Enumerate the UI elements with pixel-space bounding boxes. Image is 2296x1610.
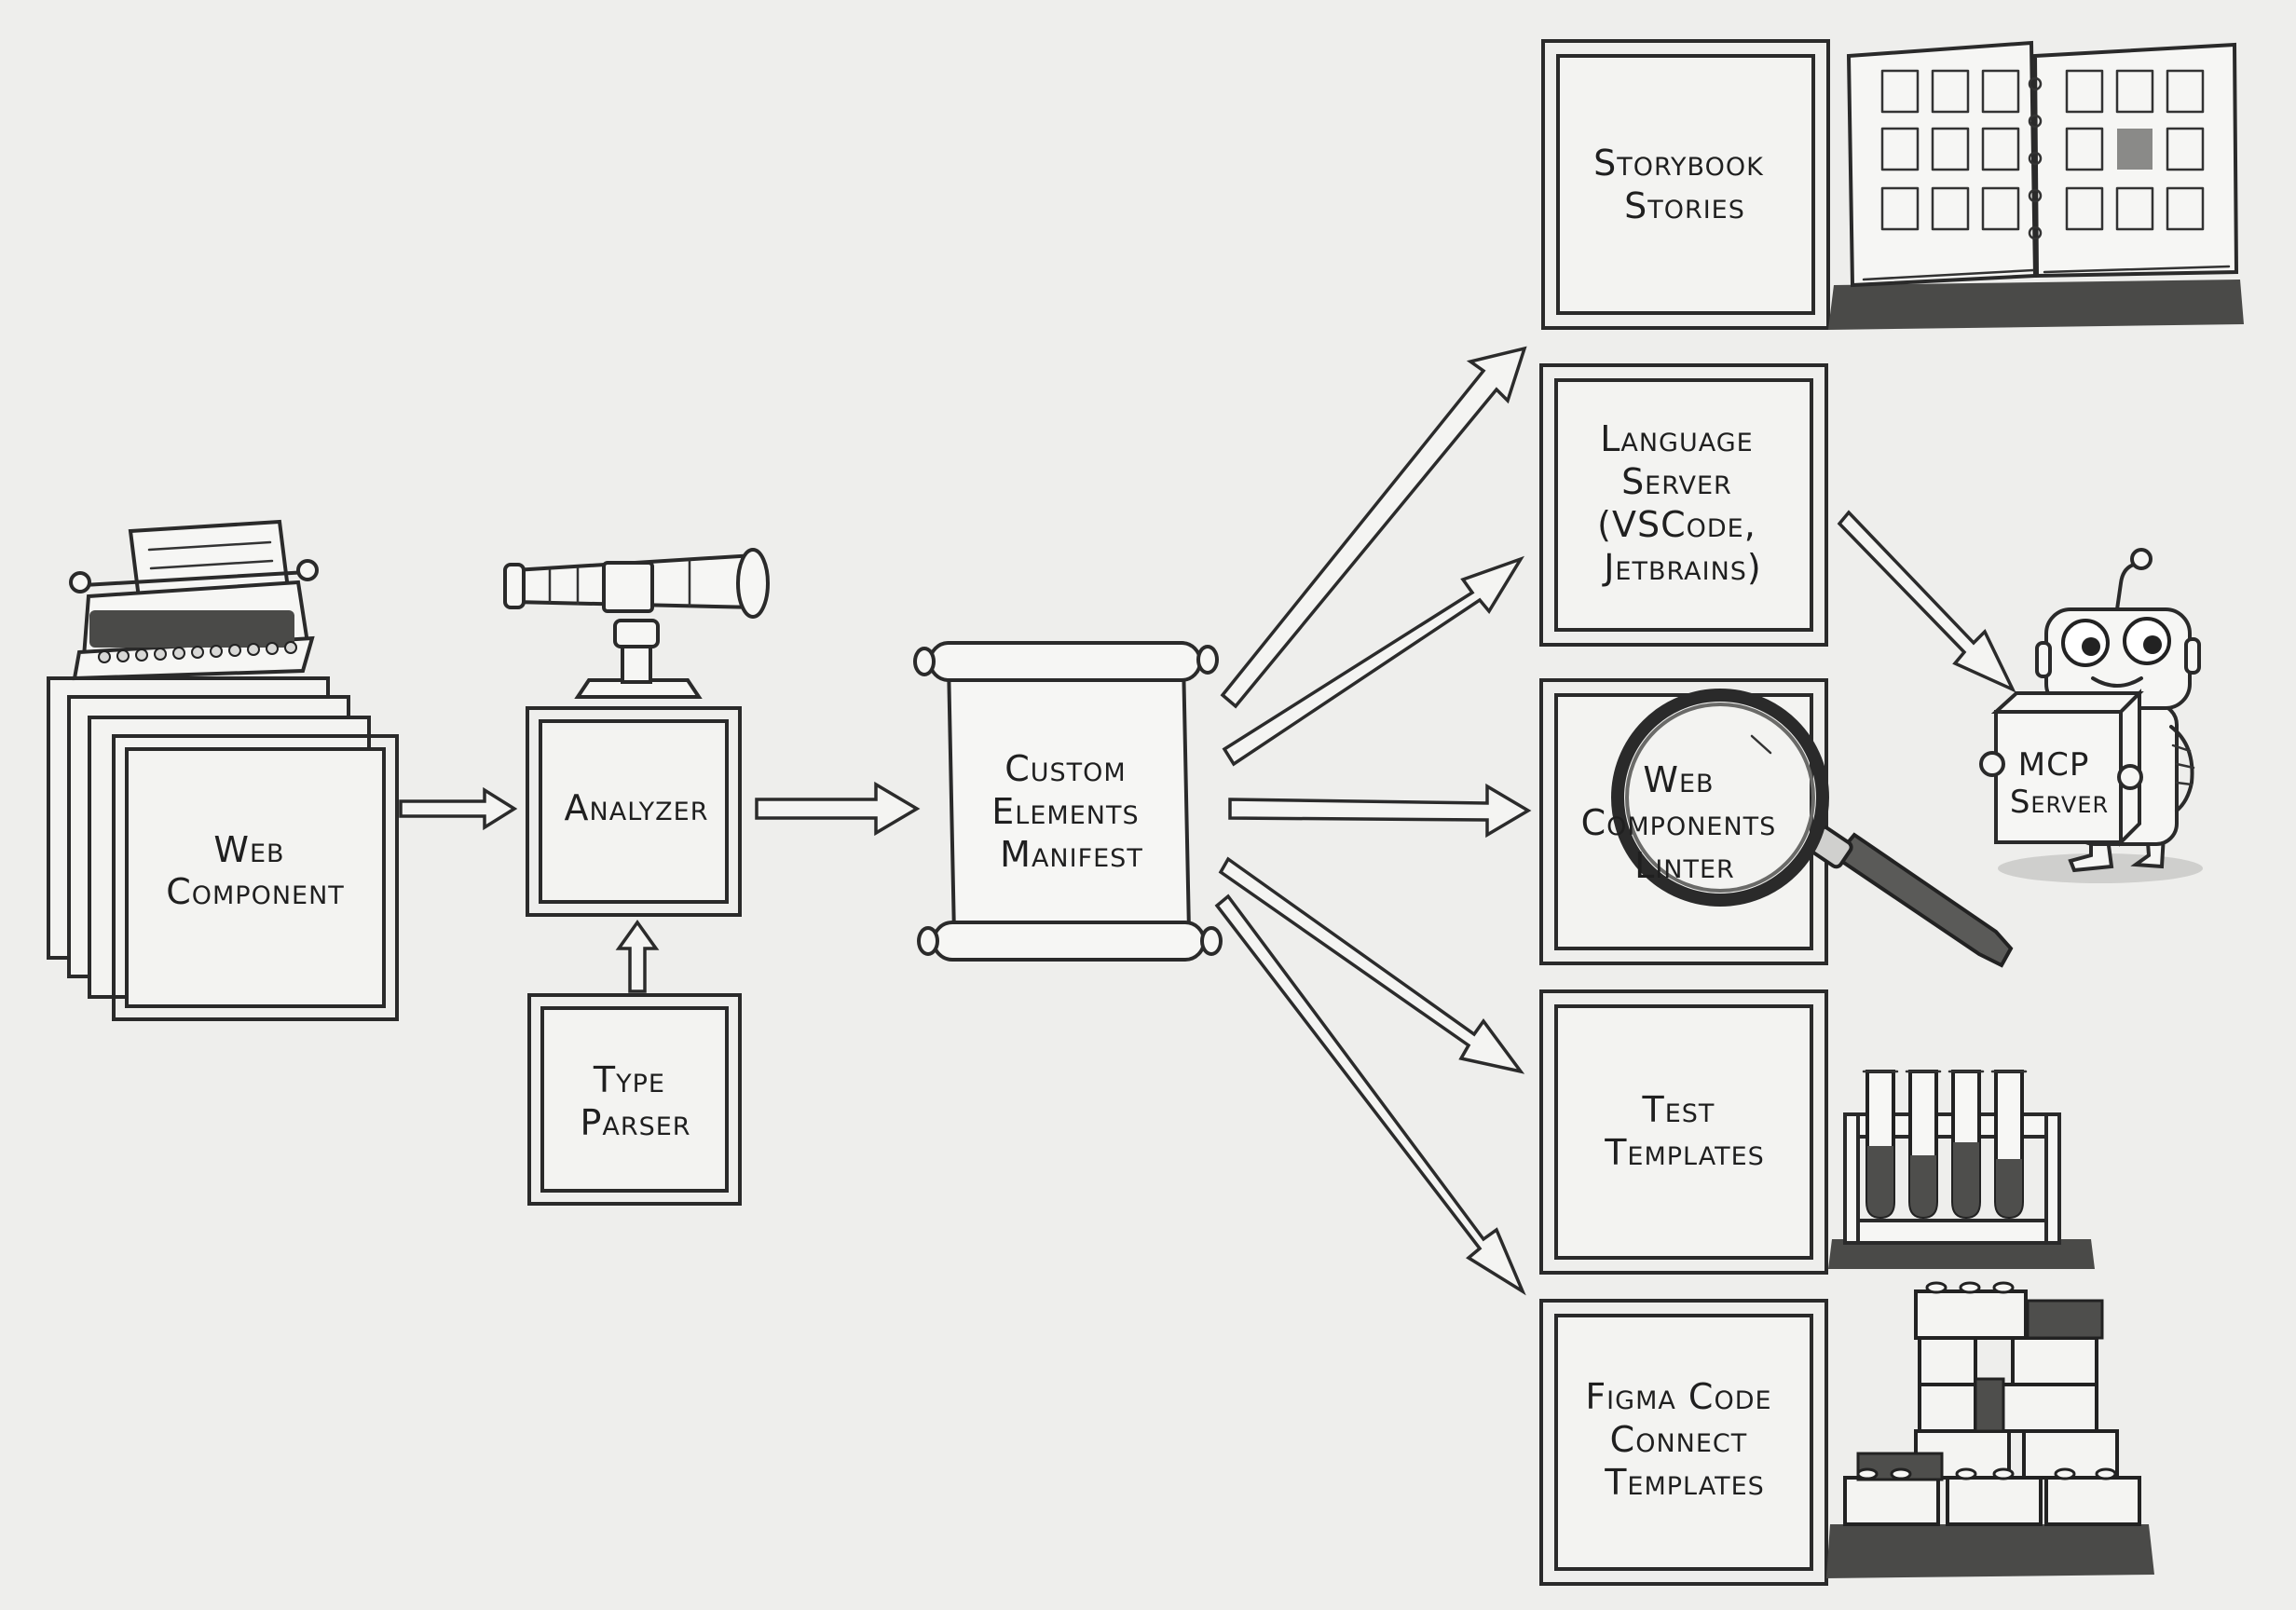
test-tube-rack-icon <box>1828 1070 2095 1269</box>
magnifying-glass-icon <box>1611 689 2014 968</box>
test-templates-node: Test Templates <box>1539 989 1828 1275</box>
arrow-analyzer-to-manifest <box>755 781 921 837</box>
type-parser-label: Type Parser <box>580 1059 690 1143</box>
analyzer-node: Analyzer <box>526 706 742 917</box>
figma-label: Figma Code Connect Templates <box>1585 1376 1784 1503</box>
typewriter-icon <box>69 519 319 681</box>
manifest-label: Custom Elements Manifest <box>991 748 1151 875</box>
arrow-manifest-to-storybook <box>1220 346 1527 709</box>
building-blocks-icon <box>1826 1281 2154 1578</box>
open-book-icon <box>1828 40 2244 330</box>
linter-label: Web Components Linter <box>1581 759 1789 886</box>
language-server-node: Language Server (VSCode, Jetbrains) <box>1539 363 1828 647</box>
mcp-server-label: MCP Server <box>2010 746 2109 821</box>
storybook-label: Storybook Stories <box>1593 143 1776 226</box>
web-component-label: Web Component <box>166 829 345 912</box>
arrow-type-parser-to-analyzer <box>615 919 660 993</box>
storybook-node: Storybook Stories <box>1541 39 1830 330</box>
manifest-node: Custom Elements Manifest <box>913 641 1223 962</box>
arrow-manifest-to-linter <box>1228 783 1532 839</box>
arrow-manifest-to-test-templates <box>1218 856 1525 1074</box>
web-component-node: Web Component <box>47 676 399 1021</box>
type-parser-node: Type Parser <box>527 993 742 1206</box>
arrow-web-component-to-analyzer <box>399 786 518 831</box>
telescope-icon <box>503 548 770 699</box>
connection-arrows <box>399 346 2016 1296</box>
arrow-manifest-to-language-server <box>1222 555 1525 767</box>
linter-node <box>1539 678 1828 965</box>
language-server-label: Language Server (VSCode, Jetbrains) <box>1597 418 1769 588</box>
arrow-manifest-to-figma <box>1214 894 1526 1296</box>
robot-icon <box>1979 548 2203 883</box>
figma-node: Figma Code Connect Templates <box>1539 1299 1828 1586</box>
arrow-language-server-to-mcp <box>1837 510 2016 693</box>
analyzer-label: Analyzer <box>565 787 709 828</box>
test-templates-label: Test Templates <box>1604 1089 1765 1173</box>
